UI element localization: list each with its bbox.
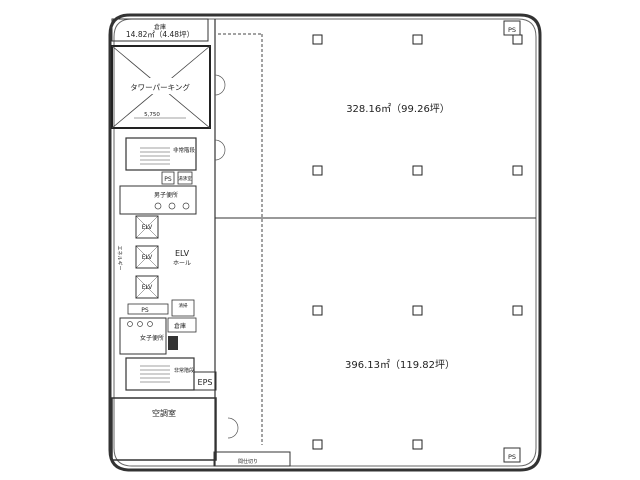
lower-office-area: 396.13㎡（119.82坪） [345,358,455,371]
elv-hall-title: ELV [175,249,190,258]
warehouse-name: 倉庫 [154,23,166,31]
cleaning-label: 清掃 [179,302,188,309]
elevator-bank: ELV ELV ELV [135,215,159,299]
bottom-partition-note: 間仕切り [238,458,258,465]
elevator-1-label: ELV [142,224,153,231]
mens-toilet-label: 男子便所 [154,191,178,199]
inner-wall [113,18,537,467]
mens-toilet [119,185,197,215]
elevator-3-label: ELV [142,284,153,291]
elv-hall-subtitle: ホール [173,260,191,267]
upper-office-area: 328.16㎡（99.26坪） [346,102,450,115]
energy-label: エネルギー [116,245,122,270]
columns [312,34,523,450]
boiler-label: 湯沸室 [178,175,192,182]
parking-dimension: 5,750 [144,112,160,118]
womens-toilet-label: 女子便所 [140,334,164,342]
lower-stair-label: 非常階段 [174,367,194,374]
core-storage-label: 倉庫 [174,322,186,330]
upper-stair [125,137,197,171]
warehouse-area: 14.82㎡（4.48坪） [126,30,194,39]
ps-top-right: PS [508,26,516,34]
warehouse [111,18,209,42]
ps-bottom-right: PS [508,453,516,461]
ps-core-lower: PS [141,307,149,314]
upper-stair-label: 非常階段 [173,146,196,154]
eps-room [193,371,217,391]
elevator-2-label: ELV [142,254,153,261]
tower-parking-label: タワーパーキング [130,82,190,92]
ps-core-upper: PS [164,176,172,183]
womens-toilet [119,317,167,355]
eps-label: EPS [198,378,213,387]
tower-parking [111,45,211,129]
outer-wall [108,13,542,472]
air-conditioning-label: 空調室 [152,408,176,418]
air-conditioning-room [111,397,217,461]
